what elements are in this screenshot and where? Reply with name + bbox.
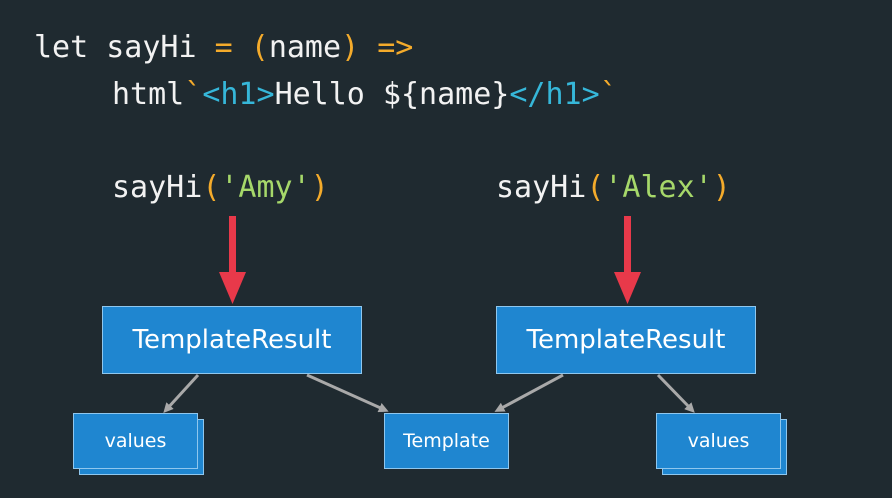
backtick-open: ` <box>184 77 203 112</box>
code-line-2: html`<h1>Hello ${name}</h1>` <box>112 80 618 110</box>
call-close-paren: ) <box>310 170 329 205</box>
call-say-hi-alex: sayHi('Alex') <box>496 173 731 203</box>
hello-text: Hello <box>274 77 383 112</box>
gray-arrow-tr-right-to-values <box>656 373 695 413</box>
values-right-box: values <box>656 413 781 469</box>
red-arrow-left <box>219 216 246 304</box>
interpolation: ${name} <box>382 77 510 112</box>
arrow-operator: => <box>377 30 414 65</box>
call-open-paren: ( <box>202 170 221 205</box>
template-result-left-label: TemplateResult <box>132 325 332 355</box>
template-result-right-box: TemplateResult <box>496 306 756 374</box>
gray-arrow-tr-left-to-template <box>306 373 389 413</box>
assign-operator: = <box>214 30 233 65</box>
template-result-left-box: TemplateResult <box>102 306 362 374</box>
template-box: Template <box>384 413 509 469</box>
call-open-paren: ( <box>586 170 605 205</box>
call-close-paren: ) <box>712 170 731 205</box>
values-left-label: values <box>104 430 167 452</box>
template-result-right-label: TemplateResult <box>526 325 726 355</box>
call-say-hi-amy: sayHi('Amy') <box>112 173 329 203</box>
call-fn-name: sayHi <box>112 170 203 205</box>
param-name: name <box>268 30 342 65</box>
red-arrow-right <box>614 216 641 304</box>
keyword-let: let <box>34 30 89 65</box>
values-right-label: values <box>687 430 750 452</box>
tag-function: html <box>112 77 185 112</box>
values-left-box: values <box>73 413 198 469</box>
backtick-close: ` <box>599 77 618 112</box>
h1-open-tag: <h1> <box>202 77 275 112</box>
open-paren: ( <box>250 30 269 65</box>
call-arg-string: 'Alex' <box>604 170 713 205</box>
call-arg-string: 'Amy' <box>220 170 311 205</box>
function-name: sayHi <box>106 30 197 65</box>
template-label: Template <box>403 430 490 452</box>
call-fn-name: sayHi <box>496 170 587 205</box>
h1-close-tag: </h1> <box>509 77 600 112</box>
gray-arrow-tr-left-to-values <box>163 373 200 413</box>
gray-arrow-tr-right-to-template <box>494 373 564 412</box>
close-paren: ) <box>341 30 360 65</box>
code-line-1: let sayHi = (name) => <box>34 33 413 63</box>
